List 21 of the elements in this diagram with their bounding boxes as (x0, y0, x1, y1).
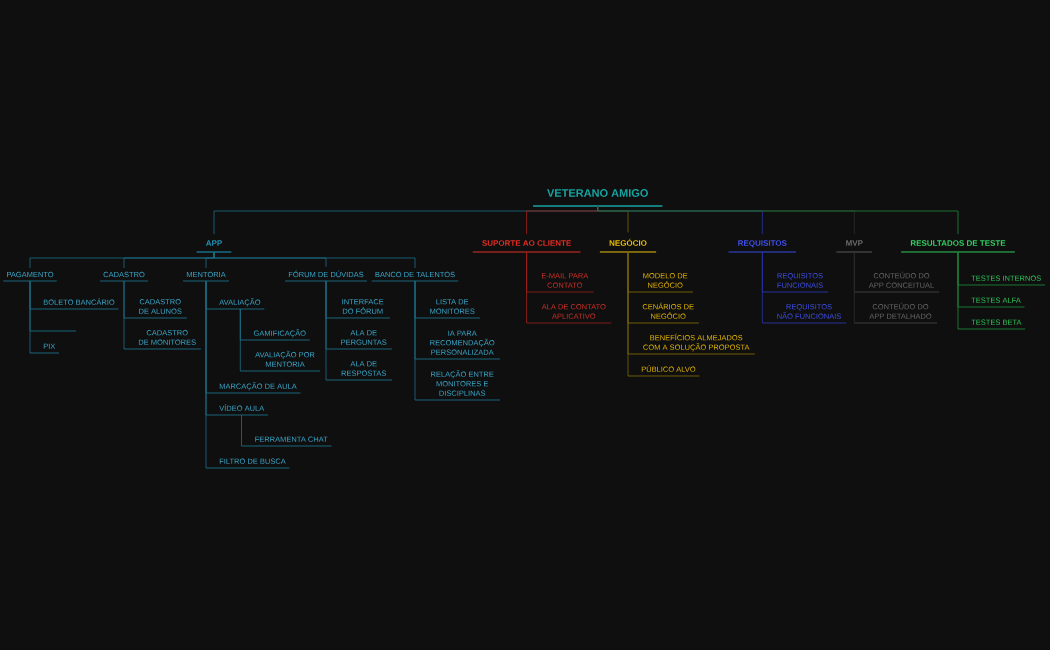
connector-line (526, 251, 527, 324)
branch-heading: RESULTADOS DE TESTE (900, 240, 1016, 253)
connector-line (239, 308, 241, 372)
connector-line (597, 205, 959, 235)
connector-line (29, 280, 31, 354)
branch-heading: REQUISITOS (728, 240, 797, 253)
connector-line (123, 280, 125, 350)
connector-line (414, 280, 416, 401)
connector-line (241, 414, 242, 447)
connector-line (957, 251, 959, 330)
connector-line (761, 251, 763, 324)
branch-heading: MVP (835, 240, 873, 253)
connector-line (205, 280, 207, 469)
branch-heading: NEGÓCIO (599, 238, 657, 253)
title-heading: VETERANO AMIGO (532, 189, 663, 207)
connector-line (627, 251, 629, 377)
blank-underline (29, 330, 77, 332)
connector-line (213, 251, 416, 269)
branch-heading: APP (196, 240, 232, 253)
branch-heading: SUPORTE AO CLIENTE (472, 240, 581, 253)
connector-line (325, 280, 327, 381)
